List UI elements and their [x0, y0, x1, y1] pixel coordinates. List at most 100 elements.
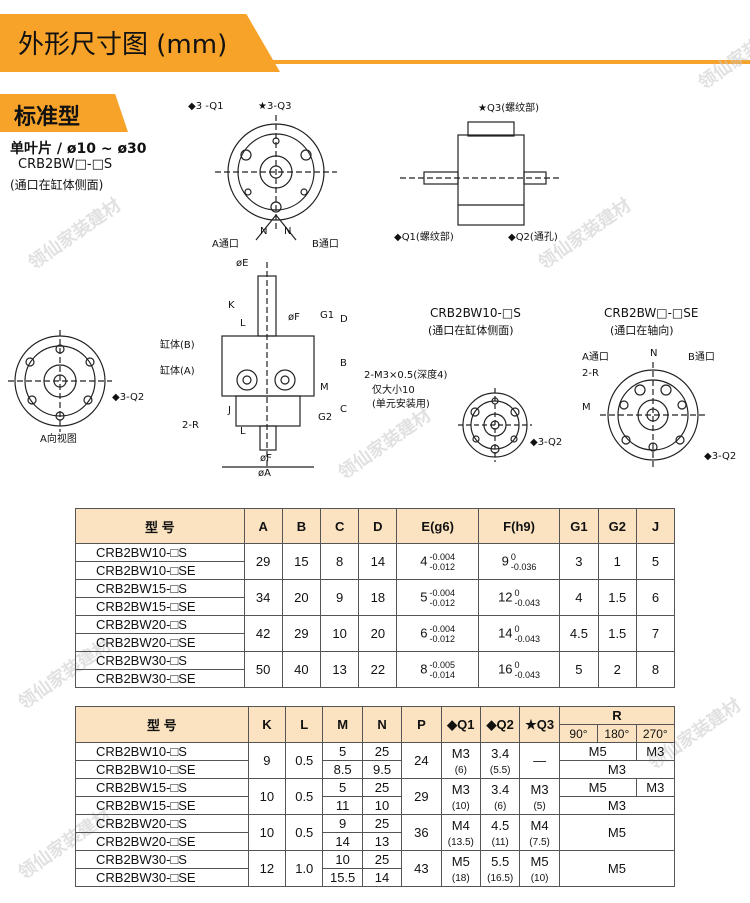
e-tolerance: -0.004-0.012 [430, 552, 456, 572]
label-crbse: CRB2BW□-□SE [604, 306, 699, 320]
cell-j: 6 [635, 579, 676, 616]
table-header: 型 号 [75, 508, 245, 544]
cell-m: 15.5 [322, 868, 363, 887]
cell-q3: M3(5) [519, 778, 560, 815]
model-cell: CRB2BW15-□SE [75, 796, 249, 815]
q1-value: M4 [451, 817, 470, 833]
e-value: 6 [420, 624, 428, 640]
tol-top: -0.005 [429, 659, 456, 670]
cell-n: 13 [361, 832, 403, 851]
cell-r: M3 [558, 760, 676, 779]
table-row: CRB2BW20-□SE [75, 633, 675, 652]
table-header: B [281, 508, 322, 544]
cell-p: 24 [401, 742, 442, 779]
cell-p: 29 [401, 778, 442, 815]
q3-value: M4 [530, 817, 549, 833]
cell-d: 14 [358, 543, 398, 580]
model-cell: CRB2BW10-□SE [75, 760, 249, 779]
cell-c: 10 [320, 615, 360, 652]
se-view [600, 362, 706, 468]
label-q2a: ◆3-Q2 [112, 392, 145, 403]
label-k: K [228, 300, 235, 311]
cell-r: M5 [558, 742, 637, 761]
label-a-port2: A通口 [582, 352, 609, 363]
model-cell: CRB2BW10-□S [75, 543, 245, 562]
label-m2: M [582, 402, 591, 413]
table-row: CRB2BW30-□S 50 40 13 22 8-0.005-0.014 16… [75, 651, 676, 688]
table-row: CRB2BW20-□S 42 29 10 20 6-0.004-0.012 14… [75, 615, 676, 652]
label-body-a: 缸体(A) [160, 366, 195, 377]
label-thread3: (单元安装用) [372, 399, 430, 410]
label-b: B [340, 358, 347, 369]
label-c: C [340, 404, 347, 415]
label-oa: øA [258, 468, 271, 479]
cell-b: 40 [281, 651, 322, 688]
cell-m: 5 [322, 778, 363, 797]
side-view-top [400, 121, 560, 226]
q1-value: M5 [451, 853, 470, 869]
f-tolerance: 0-0.043 [515, 624, 541, 644]
q3-value: M3 [530, 781, 549, 797]
intro-line2: CRB2BW□-□S [18, 157, 113, 172]
model-cell: CRB2BW20-□S [75, 615, 245, 634]
table-header: ★Q3 [519, 706, 560, 743]
table-header-row: 90° 180° 270° [76, 724, 676, 743]
table-header: ◆Q1 [440, 706, 482, 743]
label-b-port: B通口 [312, 239, 339, 250]
cell-q3: — [519, 742, 560, 779]
cell-a: 34 [243, 579, 283, 616]
label-n2: N [284, 226, 292, 237]
cell-r: M3 [635, 778, 676, 797]
label-r3: 2-R [582, 368, 599, 379]
e-value: 4 [420, 552, 428, 568]
label-g1: G1 [320, 310, 335, 321]
model-cell: CRB2BW10-□S [75, 742, 249, 761]
q1-sub: (6) [454, 764, 467, 776]
cell-n: 25 [361, 850, 403, 869]
cell-e: 8-0.005-0.014 [396, 651, 479, 688]
cell-r: M3 [635, 742, 676, 761]
table-header: C [320, 508, 360, 544]
cell-n: 9.5 [361, 760, 403, 779]
tol-top: -0.004 [429, 551, 456, 562]
cell-g2: 1.5 [597, 615, 637, 652]
cell-r: M5 [558, 778, 637, 797]
label-n: N [260, 226, 268, 237]
q2-sub: (6) [494, 800, 507, 812]
cell-j: 7 [635, 615, 676, 652]
cell-m: 8.5 [322, 760, 363, 779]
table-row: CRB2BW15-□S 10 0.5 5 25 29 M3(10) 3.4(6)… [75, 778, 676, 815]
cell-c: 13 [320, 651, 360, 688]
table-header: G2 [597, 508, 637, 544]
table-header-row: 型 号 A B C D E(g6) F(h9) G1 G2 J [75, 508, 676, 544]
cell-l: 0.5 [285, 778, 324, 815]
model-cell: CRB2BW15-□S [75, 579, 245, 598]
tol-bottom: -0.043 [514, 669, 541, 680]
q1-sub: (10) [451, 800, 470, 812]
e-tolerance: -0.004-0.012 [430, 624, 456, 644]
a-view-circle [8, 330, 112, 432]
r-subheader: 270° [635, 724, 676, 743]
cell-n: 14 [361, 868, 403, 887]
q1-value: M3 [451, 781, 470, 797]
tol-bottom: -0.012 [429, 597, 456, 608]
cell-d: 22 [358, 651, 398, 688]
table-row: CRB2BW15-□SE 11 10 M3 [75, 796, 676, 815]
table-header: N [361, 706, 403, 743]
q2-sub: (5.5) [489, 764, 511, 776]
label-g2: G2 [318, 412, 333, 423]
tol-bottom: -0.043 [514, 633, 541, 644]
table-header: F(h9) [477, 508, 561, 544]
cell-d: 20 [358, 615, 398, 652]
cell-l: 1.0 [285, 850, 324, 887]
tol-bottom: -0.014 [429, 669, 456, 680]
spec-table-1: 型 号 A B C D E(g6) F(h9) G1 G2 J CRB2BW10… [75, 508, 676, 688]
table-header: J [635, 508, 676, 544]
table-row: CRB2BW30-□SE 15.5 14 [75, 868, 675, 887]
label-of: øF [288, 312, 300, 323]
cell-r: M5 [558, 814, 676, 851]
label-d: D [340, 314, 348, 325]
tol-top: 0 [510, 551, 516, 562]
